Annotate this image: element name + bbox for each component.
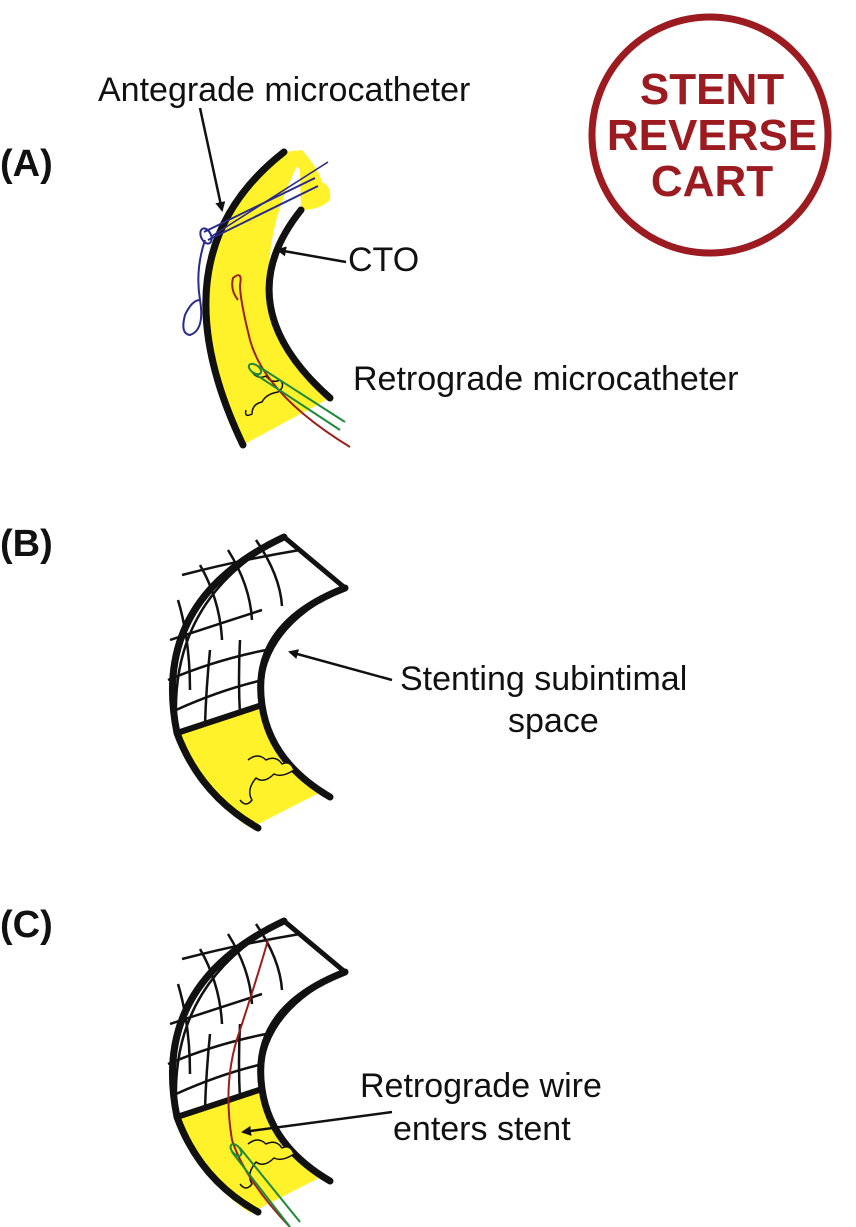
stent-reverse-cart-badge: STENT REVERSE CART (588, 13, 832, 257)
panel-b: (B) Stenting subintimal space (0, 523, 687, 832)
antegrade-microcatheter (182, 161, 329, 337)
panel-c-tag: (C) (0, 904, 53, 946)
wire-label-line1: Retrograde wire (360, 1067, 602, 1105)
cto-arrow (276, 246, 347, 264)
retrograde-wire-a (231, 274, 351, 448)
stent-mesh-b (167, 535, 348, 735)
stent-arrow (288, 649, 393, 682)
vessel-outer-wall-c (168, 917, 288, 1216)
retrograde-microcatheter (231, 274, 351, 448)
stent-edge-b (176, 702, 263, 736)
stent-label-line2: space (508, 702, 599, 740)
vessel-outer-wall-b (168, 533, 288, 832)
cto-distal-cap-c (239, 1139, 295, 1189)
vessel-end-b (282, 535, 347, 590)
badge-circle (588, 13, 832, 257)
vessel-end-c (282, 919, 347, 974)
cto-label: CTO (348, 241, 419, 279)
antegrade-arrow (198, 107, 226, 212)
cto-distal-cap-b (239, 755, 295, 805)
wire-arrow (241, 1110, 393, 1136)
vessel-inner-wall-b (257, 584, 349, 801)
badge-line-1: STENT (640, 65, 784, 114)
panel-a: (A) Antegrade microcatheter CTO Re (0, 71, 739, 449)
badge-line-3: CART (651, 157, 773, 206)
retrograde-catheter-c (229, 1143, 301, 1227)
panel-c: (C) Retrograde wire e (0, 904, 602, 1227)
stent-label-line1: Stenting subintimal (400, 660, 687, 698)
antegrade-wire (182, 239, 206, 337)
vessel-inner-wall-c (257, 968, 349, 1185)
vessel-outer-wall-a (202, 148, 288, 449)
wire-label-line2: enters stent (393, 1110, 571, 1148)
badge-line-2: REVERSE (607, 111, 817, 160)
retrograde-wire-c (227, 939, 291, 1227)
retrograde-label: Retrograde microcatheter (353, 360, 739, 398)
cto-cap-a (284, 150, 331, 210)
stent-edge-c (176, 1086, 263, 1120)
antegrade-label: Antegrade microcatheter (98, 71, 470, 109)
vessel-inner-wall-a (265, 206, 334, 402)
panel-a-tag: (A) (0, 143, 53, 185)
panel-b-tag: (B) (0, 523, 53, 565)
